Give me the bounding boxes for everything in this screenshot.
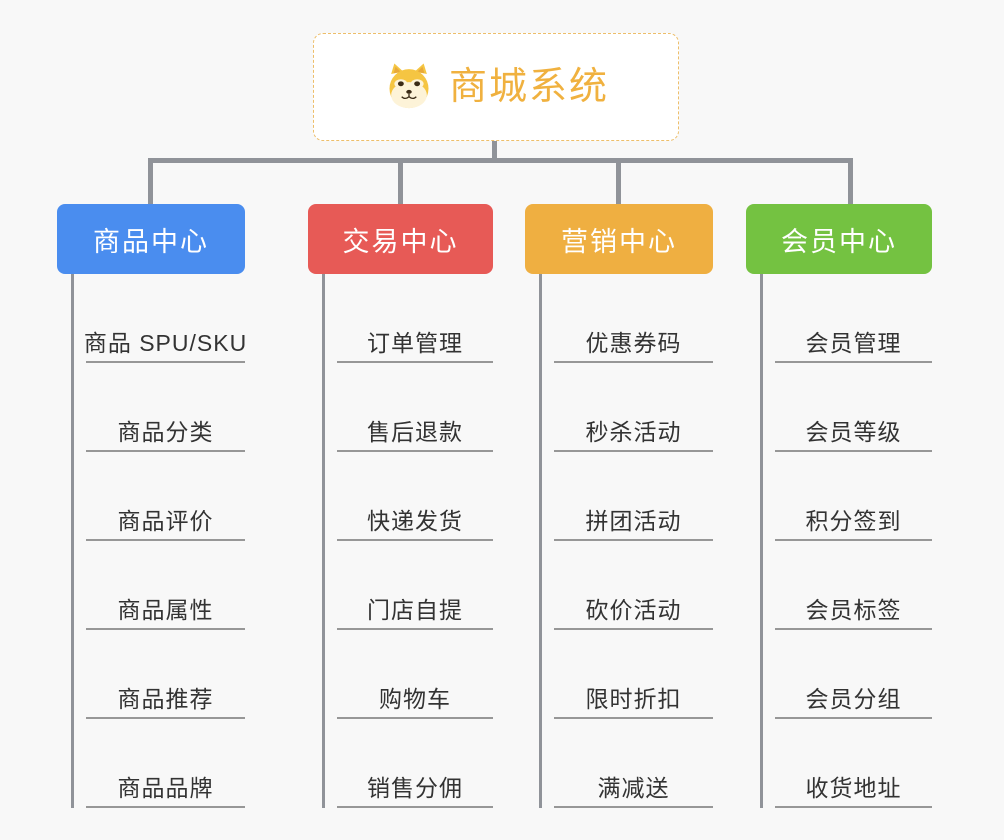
list-item[interactable]: 门店自提 (337, 541, 493, 630)
connector-drop-2 (398, 158, 403, 204)
list-item-label: 满减送 (597, 775, 670, 801)
list-item[interactable]: 优惠券码 (554, 274, 713, 363)
list-item-label: 限时折扣 (585, 686, 682, 712)
list-item[interactable]: 积分签到 (775, 452, 932, 541)
list-item-label: 商品 SPU/SKU (83, 330, 248, 356)
list-item[interactable]: 收货地址 (775, 719, 932, 808)
list-item-label: 会员管理 (805, 330, 902, 356)
list-item-label: 购物车 (379, 686, 451, 712)
list-item[interactable]: 商品分类 (86, 363, 245, 452)
list-item-label: 订单管理 (367, 330, 463, 356)
list-item-label: 门店自提 (367, 597, 463, 623)
list-item-label: 秒杀活动 (585, 419, 682, 445)
list-item[interactable]: 秒杀活动 (554, 363, 713, 452)
list-item[interactable]: 会员等级 (775, 363, 932, 452)
branch-header-1[interactable]: 商品中心 (57, 204, 245, 274)
list-item-label: 售后退款 (367, 419, 463, 445)
branch-items-4: 会员管理 会员等级 积分签到 会员标签 会员分组 收货地址 (760, 274, 932, 808)
list-item[interactable]: 商品推荐 (86, 630, 245, 719)
list-item[interactable]: 满减送 (554, 719, 713, 808)
branch-column-3: 营销中心 优惠券码 秒杀活动 拼团活动 砍价活动 限时折扣 满减送 (525, 204, 713, 808)
branch-header-2[interactable]: 交易中心 (308, 204, 493, 274)
list-item-label: 快递发货 (367, 508, 463, 534)
list-item-label: 砍价活动 (585, 597, 682, 623)
root-title: 商城系统 (448, 66, 609, 108)
connector-drop-1 (148, 158, 153, 204)
list-item[interactable]: 订单管理 (337, 274, 493, 363)
list-item[interactable]: 会员标签 (775, 541, 932, 630)
branch-header-4[interactable]: 会员中心 (746, 204, 932, 274)
list-item[interactable]: 快递发货 (337, 452, 493, 541)
list-item-label: 销售分佣 (367, 775, 463, 801)
list-item[interactable]: 售后退款 (337, 363, 493, 452)
list-item[interactable]: 会员管理 (775, 274, 932, 363)
connector-horizontal-bus (148, 158, 853, 163)
branch-items-2: 订单管理 售后退款 快递发货 门店自提 购物车 销售分佣 (322, 274, 493, 808)
list-item[interactable]: 商品品牌 (86, 719, 245, 808)
list-item[interactable]: 商品属性 (86, 541, 245, 630)
list-item[interactable]: 限时折扣 (554, 630, 713, 719)
branch-column-2: 交易中心 订单管理 售后退款 快递发货 门店自提 购物车 销售分佣 (308, 204, 493, 808)
list-item-label: 商品品牌 (117, 775, 214, 801)
list-item-label: 会员标签 (805, 597, 902, 623)
list-item[interactable]: 商品 SPU/SKU (83, 274, 248, 363)
list-item-label: 收货地址 (805, 775, 902, 801)
list-item-label: 优惠券码 (585, 330, 682, 356)
list-item-label: 商品推荐 (117, 686, 214, 712)
list-item-label: 商品分类 (117, 419, 214, 445)
list-item[interactable]: 商品评价 (86, 452, 245, 541)
branch-items-3: 优惠券码 秒杀活动 拼团活动 砍价活动 限时折扣 满减送 (539, 274, 713, 808)
list-item-label: 会员等级 (805, 419, 902, 445)
list-item[interactable]: 拼团活动 (554, 452, 713, 541)
root-node[interactable]: 商城系统 (313, 33, 679, 141)
branch-header-3[interactable]: 营销中心 (525, 204, 713, 274)
list-item-label: 拼团活动 (585, 508, 682, 534)
list-item-label: 商品评价 (117, 508, 214, 534)
branch-column-4: 会员中心 会员管理 会员等级 积分签到 会员标签 会员分组 收货地址 (746, 204, 932, 808)
list-item-label: 商品属性 (117, 597, 214, 623)
branch-items-1: 商品 SPU/SKU 商品分类 商品评价 商品属性 商品推荐 商品品牌 (71, 274, 248, 808)
list-item-label: 会员分组 (805, 686, 902, 712)
connector-drop-3 (616, 158, 621, 204)
connector-root-stem (492, 141, 497, 162)
list-item[interactable]: 砍价活动 (554, 541, 713, 630)
connector-drop-4 (848, 158, 853, 204)
list-item[interactable]: 销售分佣 (337, 719, 493, 808)
list-item[interactable]: 购物车 (337, 630, 493, 719)
branch-column-1: 商品中心 商品 SPU/SKU 商品分类 商品评价 商品属性 商品推荐 商品品牌 (57, 204, 248, 808)
list-item[interactable]: 会员分组 (775, 630, 932, 719)
list-item-label: 积分签到 (805, 508, 902, 534)
shiba-dog-icon (383, 61, 435, 113)
